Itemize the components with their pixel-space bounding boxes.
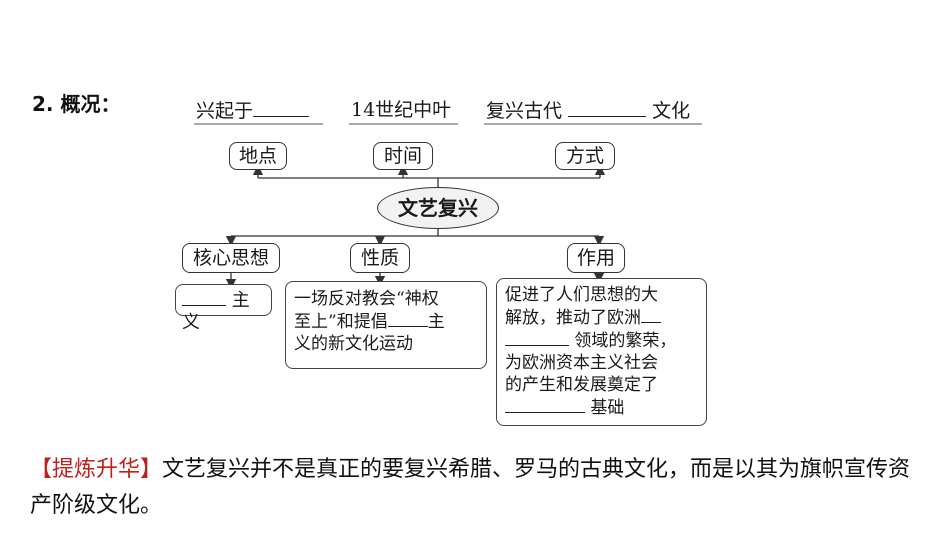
effect-blank-1b[interactable] [505, 329, 569, 346]
effect-line-2: 解放，推动了欧洲 [505, 306, 698, 329]
method-label-prefix: 复兴古代 [486, 100, 563, 122]
effect-line-6-text: 基础 [590, 398, 625, 418]
effect-blank-2[interactable] [505, 396, 585, 413]
effect-blank-1a[interactable] [641, 306, 661, 323]
section-heading: 2. 概况： [32, 92, 121, 116]
effect-line-4: 为欧洲资本主义社会 [505, 353, 658, 373]
core-blank[interactable] [182, 289, 226, 306]
box-core-idea: 主义 [175, 284, 272, 333]
method-label: 复兴古代 文化 [486, 98, 690, 123]
effect-line-6: 基础 [505, 396, 698, 419]
node-effect: 作用 [567, 243, 625, 273]
method-blank[interactable] [568, 98, 647, 117]
summary-tag: 【提炼升华】 [30, 457, 163, 482]
node-nature: 性质 [350, 243, 410, 273]
nature-blank[interactable] [387, 310, 428, 327]
nature-line-3: 义的新文化运动 [294, 334, 413, 354]
nature-line-2a: 至上”和提倡 [294, 312, 388, 332]
method-label-suffix: 文化 [652, 100, 691, 122]
effect-line-1: 促进了人们思想的大 [505, 285, 658, 305]
node-method: 方式 [555, 142, 615, 170]
node-time: 时间 [373, 142, 433, 170]
nature-line-2b: 主 [427, 312, 445, 332]
nature-line-1: 一场反对教会“神权 [294, 289, 439, 309]
summary-note: 【提炼升华】文艺复兴并不是真正的要复兴希腊、罗马的古典文化，而是以其为旗帜宣传资… [30, 452, 930, 524]
node-place: 地点 [229, 142, 287, 170]
place-label-text: 兴起于 [196, 100, 254, 122]
effect-line-3: 领域的繁荣， [505, 329, 698, 352]
time-label: 14世纪中叶 [351, 99, 452, 121]
nature-line-2: 至上”和提倡 主 [294, 310, 478, 333]
place-blank[interactable] [253, 98, 310, 117]
effect-line-2-text: 解放，推动了欧洲 [505, 308, 641, 328]
node-core-idea: 核心思想 [182, 243, 280, 273]
box-nature: 一场反对教会“神权 至上”和提倡 主 义的新文化运动 [285, 281, 487, 369]
summary-text: 文艺复兴并不是真正的要复兴希腊、罗马的古典文化，而是以其为旗帜宣传资产阶级文化。 [30, 457, 911, 518]
center-node-renaissance: 文艺复兴 [377, 187, 499, 229]
core-suffix: 主义 [182, 290, 250, 333]
place-label: 兴起于 [196, 98, 310, 123]
box-effect: 促进了人们思想的大 解放，推动了欧洲 领域的繁荣， 为欧洲资本主义社会 的产生和… [496, 278, 707, 426]
effect-line-3-text: 领域的繁荣， [574, 331, 677, 351]
effect-line-5: 的产生和发展奠定了 [505, 375, 658, 395]
